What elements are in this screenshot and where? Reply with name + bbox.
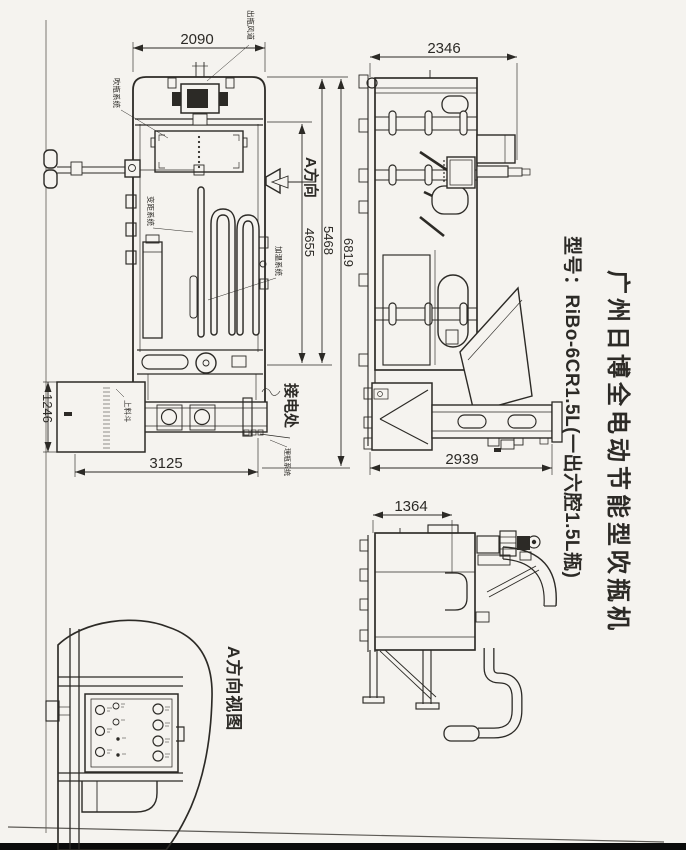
feed-hopper-box xyxy=(56,381,146,453)
side-machine-body xyxy=(358,70,533,446)
label-blowing-system: 吹瓶系统 xyxy=(112,78,122,108)
label-unscrambler-system: 理瓶系统 xyxy=(283,448,292,476)
label-detail-view-a: A方向视图 xyxy=(224,646,244,731)
side-conveyor xyxy=(431,401,563,452)
length-dimensions: 4655 5468 6819 xyxy=(262,76,356,469)
outfeed-conveyor xyxy=(142,388,281,437)
side-hopper xyxy=(363,382,433,451)
blow-window xyxy=(150,130,248,173)
right-fittings xyxy=(258,236,269,290)
dim-1364: 1364 xyxy=(394,498,427,515)
break-line-boundary xyxy=(57,619,213,850)
unscrambler-band xyxy=(137,349,263,400)
end-view: 1364 xyxy=(359,498,557,742)
label-pitch-system: 变距系统 xyxy=(146,196,156,226)
label-heating-system: 加温系统 xyxy=(274,246,284,276)
detail-view-a: A方向视图 xyxy=(45,619,244,850)
connection-panel xyxy=(84,693,179,773)
title-block: 广州日博全电动节能型吹瓶机 型号：RiBo-6CR1.5L(一出六腔1.5L瓶) xyxy=(561,236,632,634)
left-ports xyxy=(125,194,137,265)
side-view: 2346 xyxy=(358,40,563,475)
label-bottle-outlet-duct: 出瓶风道 xyxy=(246,10,256,40)
view-direction-a: A方向 xyxy=(270,157,320,198)
scan-edge-bar xyxy=(0,843,686,850)
dim-3125: 3125 xyxy=(149,455,182,472)
side-port-funnel xyxy=(265,167,281,195)
label-view-direction-a: A方向 xyxy=(302,157,320,198)
dim-2346: 2346 xyxy=(427,40,460,57)
dim-2939: 2939 xyxy=(445,451,478,468)
end-machine-body xyxy=(359,524,476,652)
dim-2090: 2090 xyxy=(180,31,213,48)
label-power-connection: 接电处 xyxy=(282,383,300,429)
dim-1246: 1246 xyxy=(40,394,55,423)
machine-name-title: 广州日博全电动节能型吹瓶机 xyxy=(604,270,632,634)
cabinet xyxy=(142,234,163,339)
heating-tubes xyxy=(189,186,260,338)
dim-5468: 5468 xyxy=(321,226,336,255)
end-top-machinery xyxy=(476,530,557,607)
dim-4655: 4655 xyxy=(302,228,317,257)
dim-6819: 6819 xyxy=(341,238,356,267)
discharge-pipe xyxy=(443,611,523,742)
top-mechanism xyxy=(167,62,235,114)
model-number-title: 型号：RiBo-6CR1.5L(一出六腔1.5L瓶) xyxy=(561,236,584,578)
paddle-arm xyxy=(43,149,205,189)
plan-view: 2090 出瓶风道 xyxy=(40,10,356,477)
control-screen xyxy=(446,156,476,189)
label-feed-hopper: 上料斗 xyxy=(123,400,133,423)
end-legs xyxy=(362,649,440,710)
